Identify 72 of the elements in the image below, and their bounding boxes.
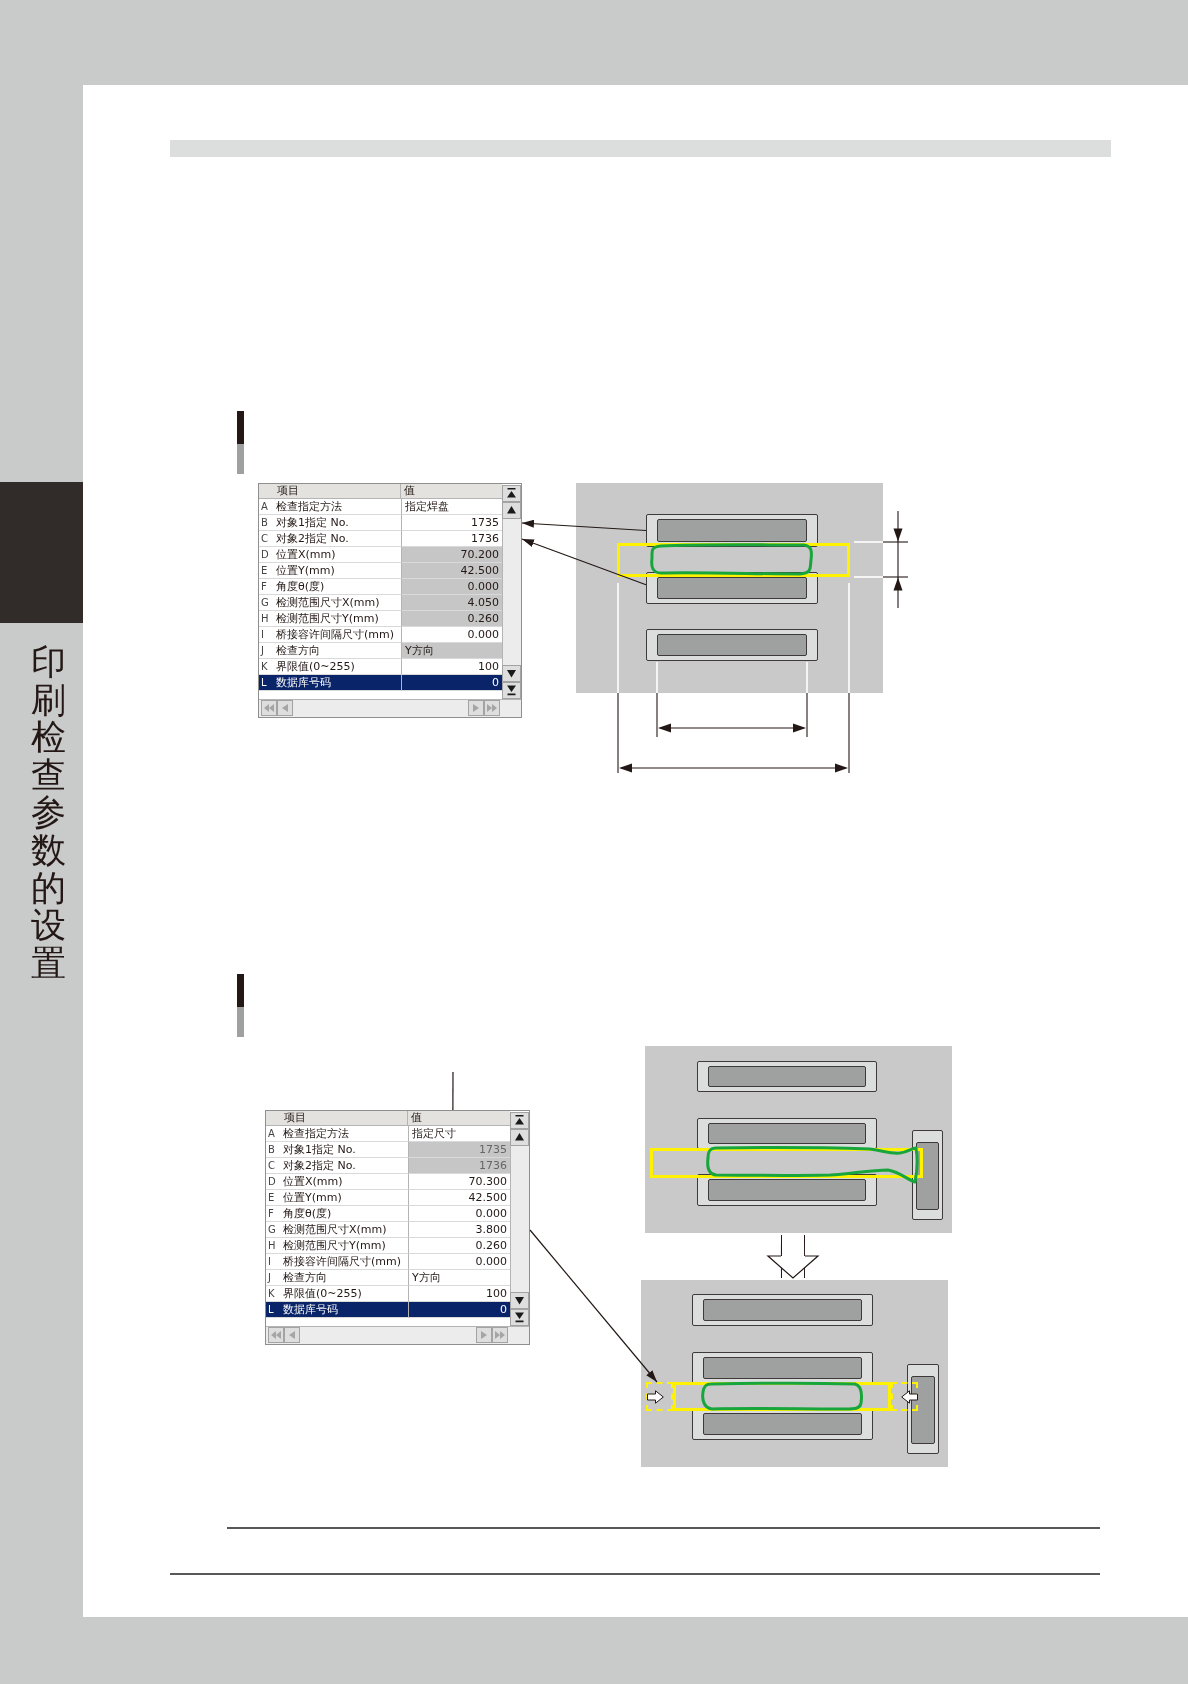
parameter-value: 0 — [408, 1302, 510, 1318]
parameter-value: 0.260 — [401, 611, 502, 627]
parameter-value: 1736 — [408, 1158, 510, 1174]
pad — [646, 629, 818, 661]
parameter-name: 对象1指定 No. — [273, 515, 401, 531]
row-letter: F — [266, 1206, 280, 1222]
parameter-value: 70.200 — [401, 547, 502, 563]
row-letter: I — [266, 1254, 280, 1270]
row-letter: D — [266, 1174, 280, 1190]
parameter-value: 0 — [401, 675, 502, 691]
parameter-name: 数据库号码 — [273, 675, 401, 691]
parameter-name: 检测范围尺寸X(mm) — [280, 1222, 408, 1238]
board-panel — [641, 1280, 948, 1467]
chapter-title: 印刷检查参数的设置 — [30, 643, 67, 982]
hollow-arrow — [767, 1235, 819, 1279]
parameter-name: 角度θ(度) — [280, 1206, 408, 1222]
row-letter: A — [259, 499, 273, 515]
parameter-name: 位置X(mm) — [280, 1174, 408, 1190]
settings-table — [258, 483, 522, 718]
arrow — [521, 538, 647, 586]
parameter-value: 0.000 — [401, 579, 502, 595]
row-letter: I — [259, 627, 273, 643]
pad — [697, 1061, 877, 1092]
row-letter: J — [266, 1270, 280, 1286]
pad — [692, 1352, 873, 1384]
parameter-name: 检查指定方法 — [280, 1126, 408, 1142]
leader-line — [452, 1071, 454, 1111]
row-letter: F — [259, 579, 273, 595]
row-letter: C — [259, 531, 273, 547]
board-panel — [576, 483, 883, 693]
parameter-name: 位置Y(mm) — [280, 1190, 408, 1206]
column-header: 项目 — [259, 484, 401, 499]
parameter-value: Y方向 — [401, 643, 502, 659]
parameter-name: 桥接容许间隔尺寸(mm) — [280, 1254, 408, 1270]
parameter-value: 1735 — [408, 1142, 510, 1158]
row-letter: B — [259, 515, 273, 531]
parameter-name: 检查指定方法 — [273, 499, 401, 515]
arrow — [521, 519, 647, 532]
row-letter: G — [259, 595, 273, 611]
row-letter: L — [259, 675, 273, 691]
parameter-value: 4.050 — [401, 595, 502, 611]
parameter-name: 数据库号码 — [280, 1302, 408, 1318]
column-header: 项目 — [266, 1111, 408, 1126]
detection-window — [650, 1146, 923, 1184]
row-letter: G — [266, 1222, 280, 1238]
settings-table — [265, 1110, 530, 1345]
pad — [907, 1364, 939, 1454]
row-letter: H — [266, 1238, 280, 1254]
pad — [646, 514, 818, 547]
parameter-name: 检测范围尺寸Y(mm) — [280, 1238, 408, 1254]
row-letter: B — [266, 1142, 280, 1158]
column-header: 值 — [401, 484, 502, 499]
pad — [912, 1130, 943, 1220]
chapter-tab — [0, 482, 83, 623]
row-letter: D — [259, 547, 273, 563]
board-panel — [645, 1046, 952, 1233]
pad — [692, 1294, 873, 1326]
row-letter: L — [266, 1302, 280, 1318]
row-letter: H — [259, 611, 273, 627]
row-letter: J — [259, 643, 273, 659]
row-letter: E — [259, 563, 273, 579]
row-letter: E — [266, 1190, 280, 1206]
detection-window — [617, 543, 850, 577]
column-header: 值 — [408, 1111, 510, 1126]
parameter-value: 42.500 — [401, 563, 502, 579]
row-letter: A — [266, 1126, 280, 1142]
parameter-name: 桥接容许间隔尺寸(mm) — [273, 627, 401, 643]
parameter-name: 检查方向 — [280, 1270, 408, 1286]
parameter-name: 对象2指定 No. — [273, 531, 401, 547]
extension-box — [646, 1382, 673, 1411]
arrow — [529, 1229, 658, 1383]
row-letter: C — [266, 1158, 280, 1174]
